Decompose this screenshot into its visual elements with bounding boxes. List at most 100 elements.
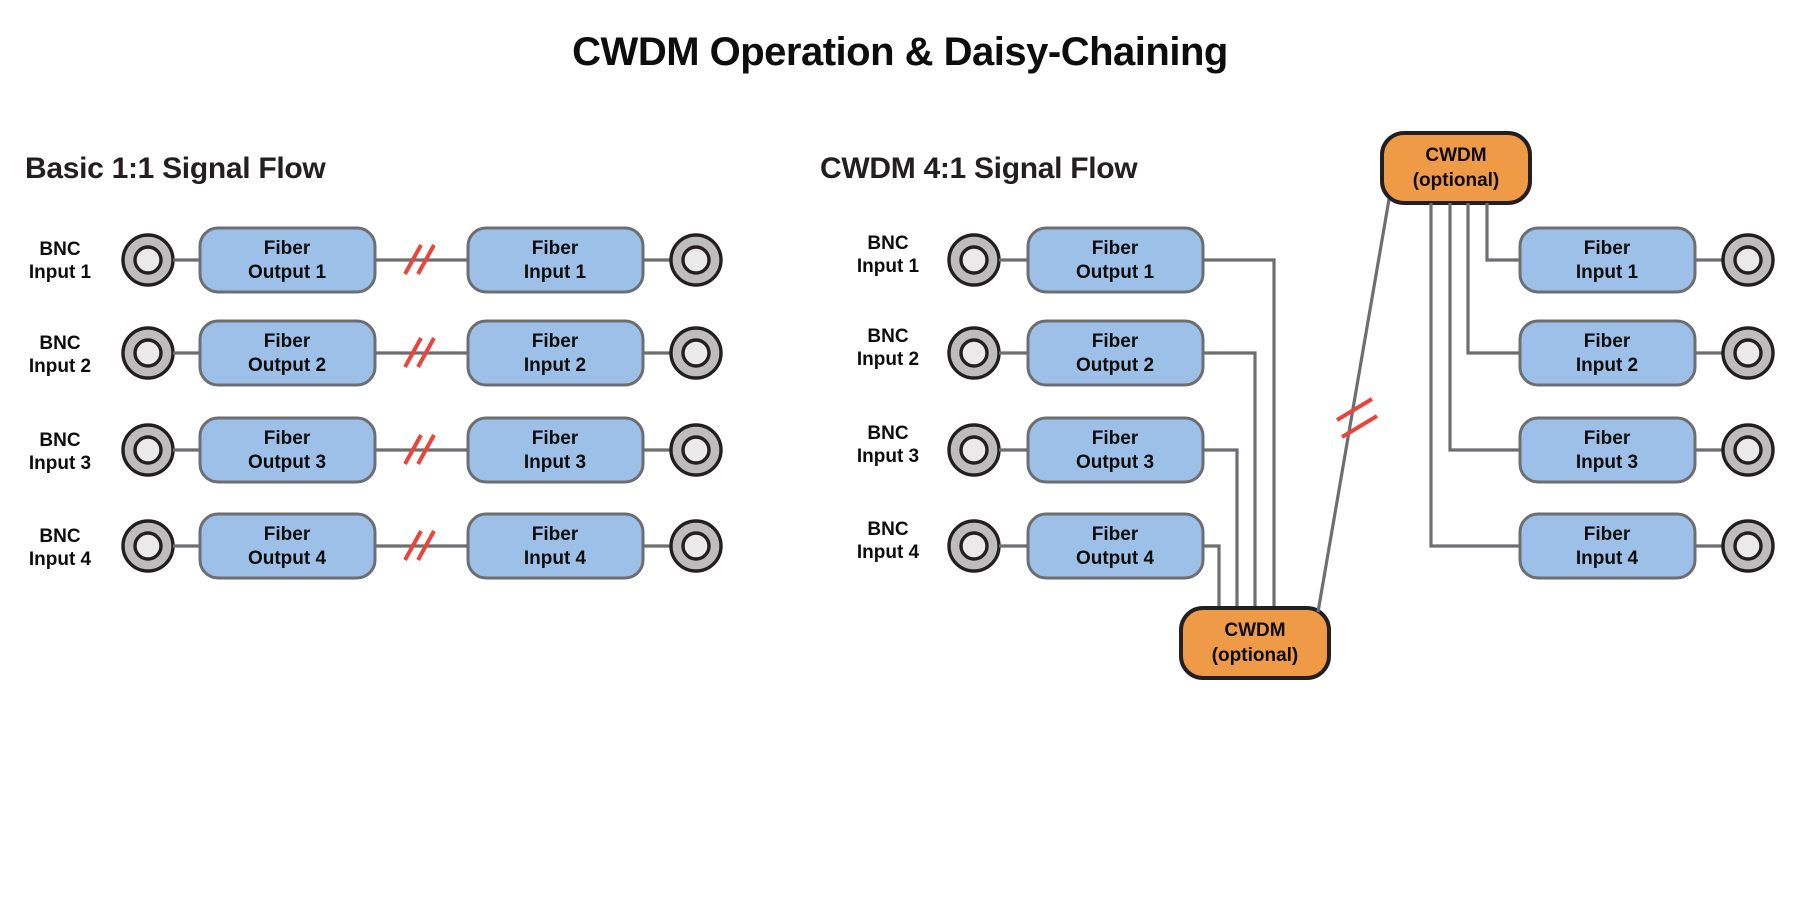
demux-route-input-3 (1448, 203, 1520, 452)
fiber-input-label-line2: Input 2 (1576, 355, 1638, 376)
fiber-output-label-line1: Fiber (1092, 238, 1139, 259)
bnc-connector-icon (947, 233, 1001, 287)
fiber-output-label-line1: Fiber (264, 428, 311, 449)
bnc-connector-icon (121, 423, 175, 477)
cwdm-output-row-3: Fiber Input 3 (1518, 416, 1775, 484)
basic-row-1: BNC Input 1 Fiber Output 1 Fiber Input 1 (29, 226, 723, 294)
basic-row-3: BNC Input 3 Fiber Output 3 Fiber Input 3 (29, 416, 723, 484)
fiber-input-label-line1: Fiber (1584, 331, 1631, 352)
cwdm-output-row-2: Fiber Input 2 (1518, 319, 1775, 387)
fiber-input-label-line1: Fiber (1584, 524, 1631, 545)
fiber-input-label-line2: Input 4 (1576, 548, 1639, 569)
basic-row-4: BNC Input 4 Fiber Output 4 Fiber Input 4 (29, 512, 723, 580)
fiber-output-label-line1: Fiber (1092, 428, 1139, 449)
fiber-output-label-line2: Output 4 (248, 548, 327, 569)
fiber-output-label-line2: Output 4 (1076, 548, 1155, 569)
bnc-input-label-line1: BNC (867, 519, 908, 540)
mux-route-output-2 (1203, 351, 1257, 620)
fiber-output-label-line1: Fiber (1092, 331, 1139, 352)
fiber-output-label-line2: Output 1 (1076, 262, 1155, 283)
bnc-connector-icon (121, 326, 175, 380)
cwdm-input-row-3: BNC Input 3 Fiber Output 3 (857, 416, 1205, 484)
bnc-connector-icon (947, 519, 1001, 573)
bnc-connector-icon (1721, 519, 1775, 573)
bnc-connector-icon (121, 519, 175, 573)
fiber-break-icon (403, 337, 436, 368)
section-heading-cwdm: CWDM 4:1 Signal Flow (820, 152, 1138, 185)
cwdm-output-row-1: Fiber Input 1 (1518, 226, 1775, 294)
fiber-output-label-line2: Output 2 (1076, 355, 1154, 376)
page-title: CWDM Operation & Daisy-Chaining (572, 30, 1228, 74)
bnc-connector-icon (947, 423, 1001, 477)
cwdm-output-row-4: Fiber Input 4 (1518, 512, 1775, 580)
cwdm-mux-bottom-label-line1: CWDM (1224, 620, 1285, 641)
fiber-input-label-line2: Input 3 (1576, 452, 1638, 473)
fiber-input-label-line1: Fiber (532, 331, 579, 352)
bnc-input-label-line2: Input 2 (29, 356, 91, 377)
fiber-input-label-line1: Fiber (532, 428, 579, 449)
bnc-connector-icon (1721, 423, 1775, 477)
fiber-output-label-line2: Output 3 (248, 452, 326, 473)
cwdm-input-row-1: BNC Input 1 Fiber Output 1 (857, 226, 1205, 294)
section-heading-basic: Basic 1:1 Signal Flow (25, 152, 326, 185)
fiber-input-label-line2: Input 1 (1576, 262, 1639, 283)
bnc-input-label-line2: Input 2 (857, 349, 919, 370)
bnc-connector-icon (669, 519, 723, 573)
fiber-input-label-line1: Fiber (1584, 238, 1631, 259)
bnc-input-label-line2: Input 3 (29, 453, 91, 474)
mux-route-output-4 (1203, 544, 1221, 620)
bnc-input-label-line1: BNC (39, 430, 80, 451)
fiber-output-label-line2: Output 2 (248, 355, 326, 376)
cwdm-signal-flow-group: BNC Input 1 Fiber Output 1 BNC Input 2 F… (857, 131, 1775, 680)
fiber-input-label-line2: Input 4 (524, 548, 587, 569)
demux-route-input-2 (1466, 203, 1520, 355)
bnc-input-label-line2: Input 1 (857, 256, 920, 277)
demux-route-input-4 (1429, 203, 1520, 548)
fiber-input-label-line2: Input 1 (524, 262, 587, 283)
bnc-input-label-line2: Input 1 (29, 262, 92, 283)
cwdm-input-row-2: BNC Input 2 Fiber Output 2 (857, 319, 1205, 387)
daisy-chain-trunk-link (1316, 181, 1394, 613)
bnc-connector-icon (121, 233, 175, 287)
fiber-output-label-line1: Fiber (264, 524, 311, 545)
fiber-input-label-line2: Input 3 (524, 452, 586, 473)
bnc-connector-icon (669, 326, 723, 380)
fiber-output-label-line1: Fiber (1092, 524, 1139, 545)
bnc-input-label-line1: BNC (867, 233, 908, 254)
fiber-break-icon (403, 530, 436, 561)
demux-route-input-1 (1485, 203, 1520, 262)
bnc-connector-icon (669, 233, 723, 287)
fiber-input-label-line1: Fiber (1584, 428, 1631, 449)
bnc-input-label-line2: Input 4 (29, 549, 92, 570)
cwdm-mux-bottom[interactable]: CWDM (optional) (1179, 606, 1331, 680)
bnc-connector-icon (669, 423, 723, 477)
fiber-input-label-line1: Fiber (532, 524, 579, 545)
cwdm-mux-top-label-line1: CWDM (1425, 145, 1486, 166)
basic-row-2: BNC Input 2 Fiber Output 2 Fiber Input 2 (29, 319, 723, 387)
fiber-output-label-line2: Output 1 (248, 262, 327, 283)
cwdm-mux-bottom-box[interactable] (1179, 606, 1331, 680)
bnc-input-label-line2: Input 4 (857, 542, 920, 563)
bnc-input-label-line2: Input 3 (857, 446, 919, 467)
cwdm-mux-top-box[interactable] (1380, 131, 1532, 205)
cwdm-mux-top[interactable]: CWDM (optional) (1380, 131, 1532, 205)
bnc-input-label-line1: BNC (39, 239, 80, 260)
fiber-break-icon (1335, 397, 1379, 439)
fiber-output-label-line1: Fiber (264, 238, 311, 259)
basic-signal-flow-group: BNC Input 1 Fiber Output 1 Fiber Input 1 (29, 226, 723, 580)
fiber-break-icon (403, 434, 436, 465)
bnc-connector-icon (947, 326, 1001, 380)
bnc-connector-icon (1721, 233, 1775, 287)
fiber-output-label-line2: Output 3 (1076, 452, 1154, 473)
bnc-connector-icon (1721, 326, 1775, 380)
fiber-break-icon (403, 244, 436, 275)
mux-route-output-1 (1203, 258, 1276, 620)
cwdm-input-row-4: BNC Input 4 Fiber Output 4 (857, 512, 1205, 580)
fiber-input-label-line2: Input 2 (524, 355, 586, 376)
bnc-input-label-line1: BNC (867, 326, 908, 347)
mux-route-output-3 (1203, 448, 1239, 620)
fiber-output-label-line1: Fiber (264, 331, 311, 352)
bnc-input-label-line1: BNC (39, 526, 80, 547)
